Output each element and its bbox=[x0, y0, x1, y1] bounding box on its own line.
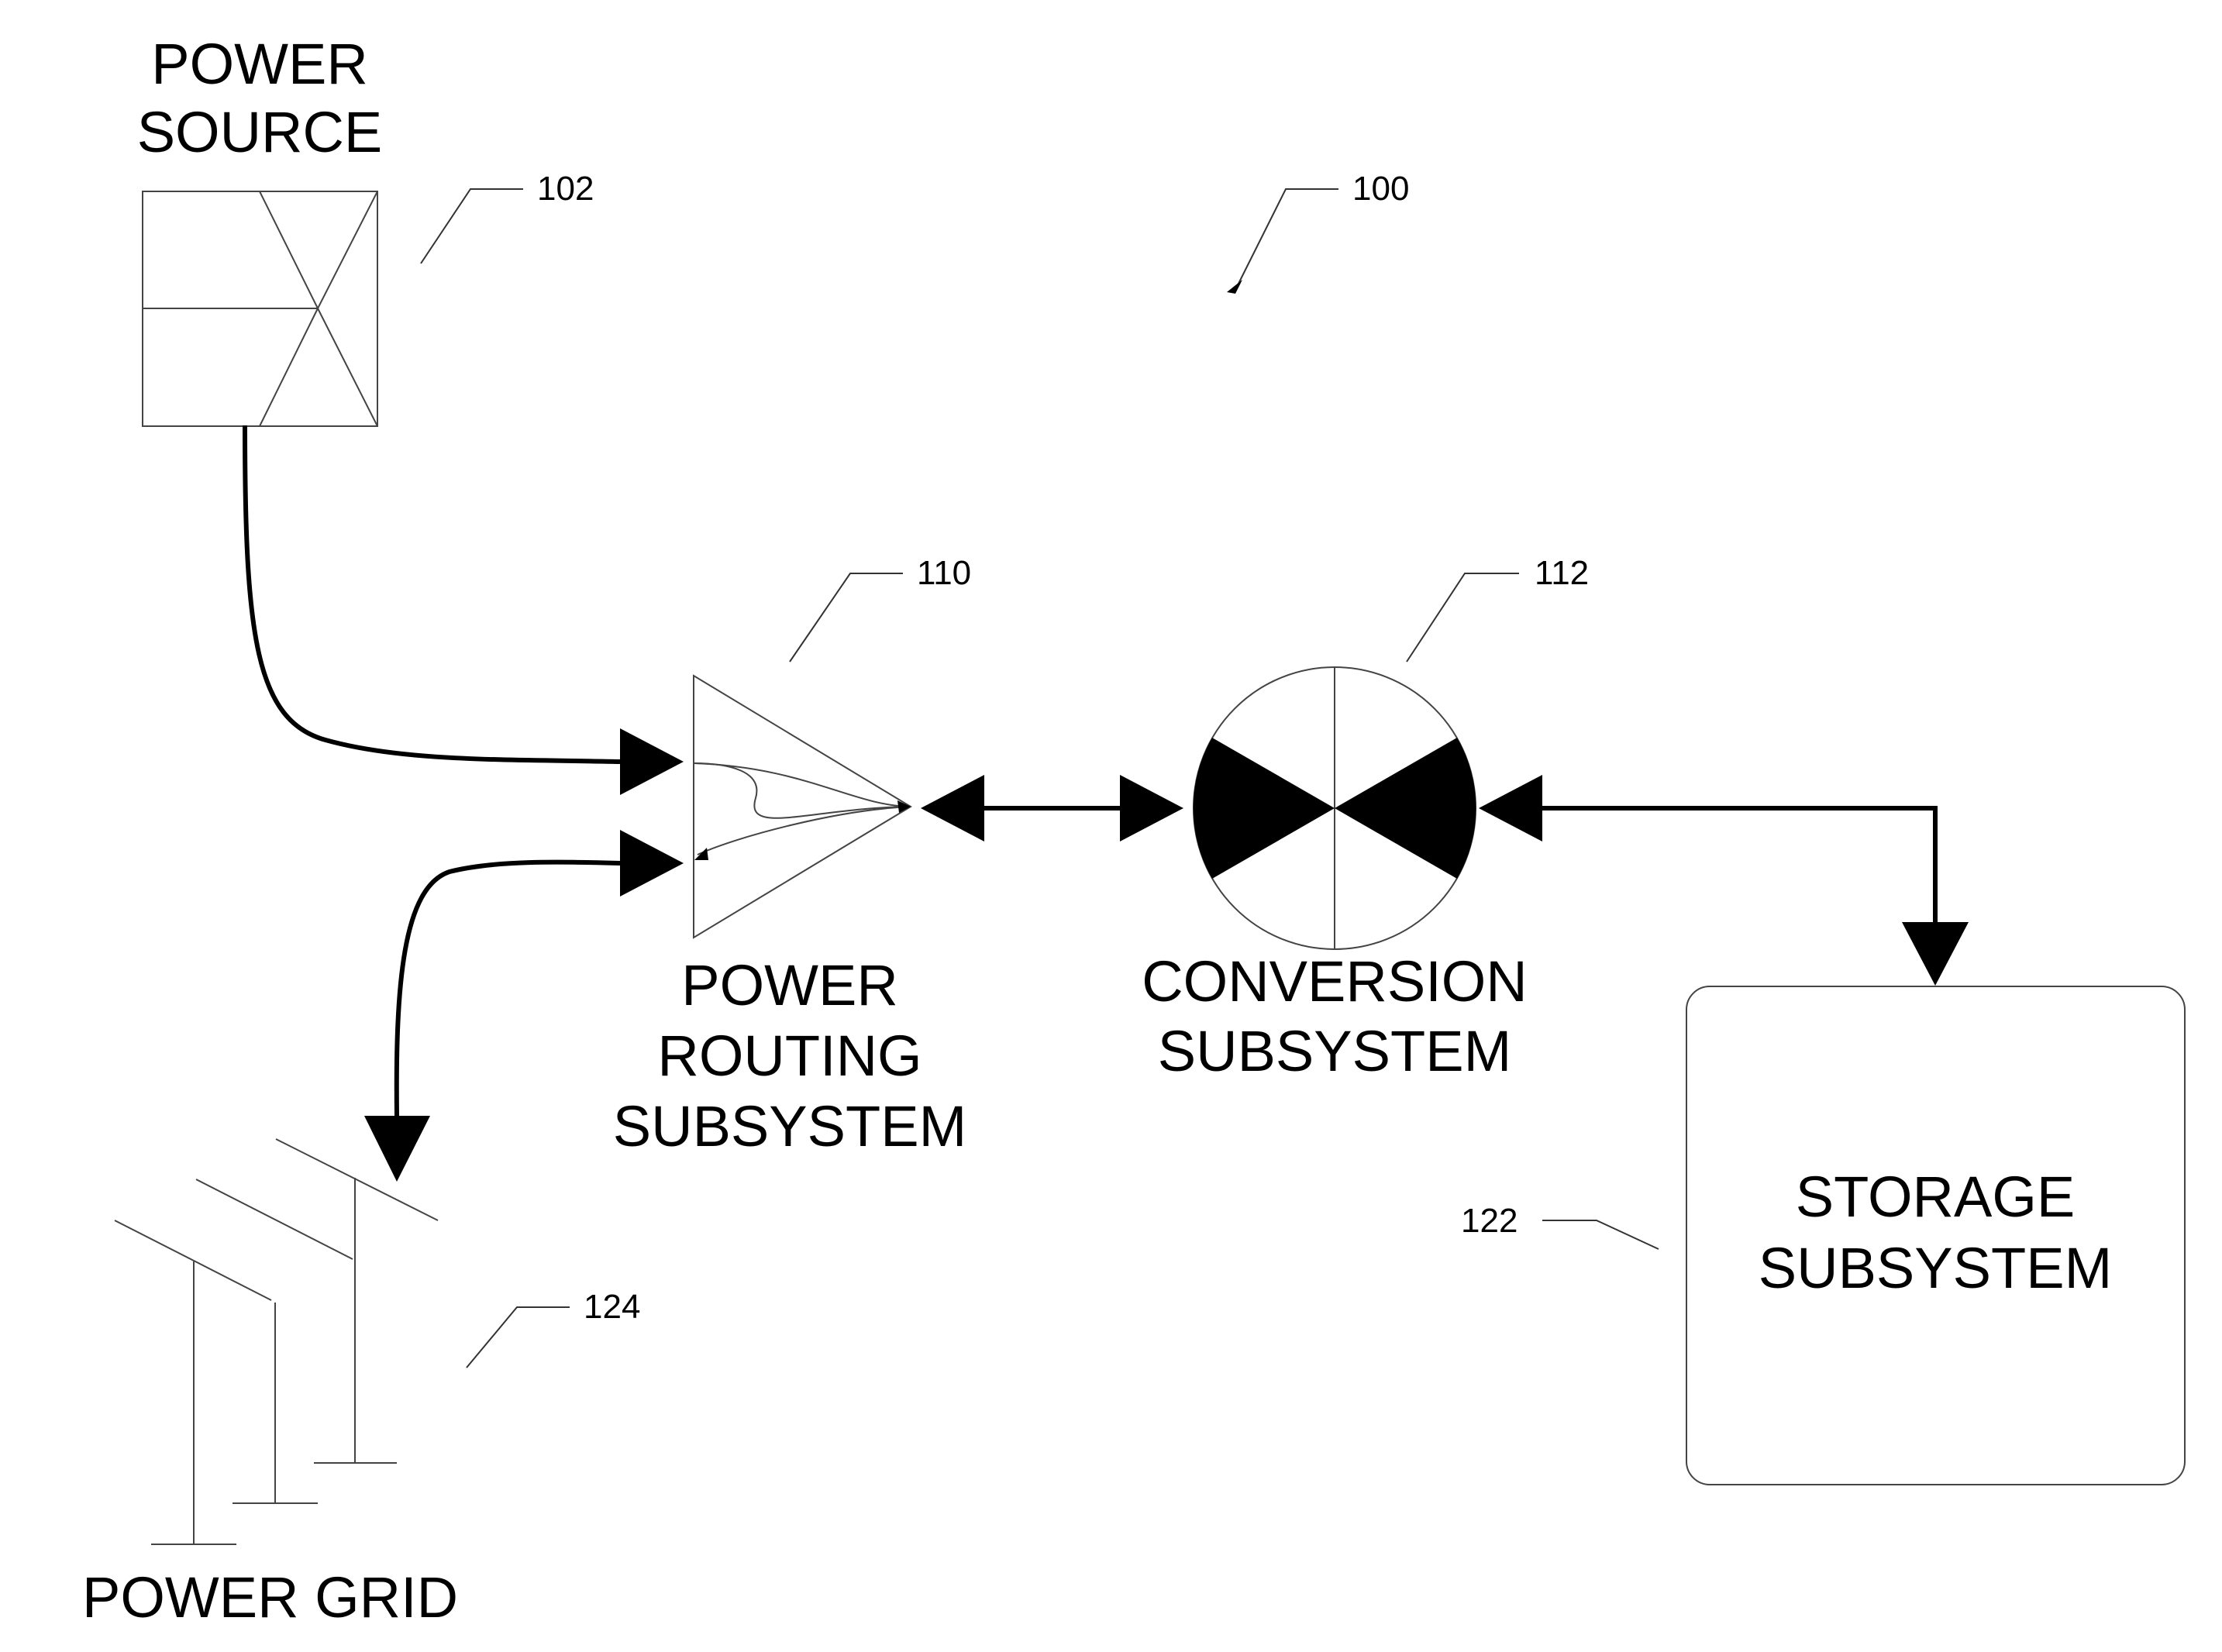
arrowhead-into-storage bbox=[1902, 922, 1969, 986]
conversion-to-storage-connection bbox=[1479, 775, 1969, 986]
leader-line-100 bbox=[1235, 189, 1338, 290]
power-routing-label-line2: ROUTING bbox=[657, 1024, 922, 1088]
arrowhead-into-routing-bottom bbox=[620, 830, 684, 897]
leader-line-110 bbox=[790, 573, 903, 662]
power-source: POWER SOURCE 102 bbox=[137, 32, 594, 426]
power-grid-label: POWER GRID bbox=[82, 1565, 458, 1630]
storage-label-line1: STORAGE bbox=[1796, 1165, 2076, 1229]
ref-numeral-100: 100 bbox=[1352, 170, 1409, 208]
arrowhead-into-conversion-right bbox=[1479, 775, 1542, 841]
leader-line-124 bbox=[467, 1307, 570, 1368]
power-routing-label-line1: POWER bbox=[681, 953, 898, 1017]
system-reference: 100 bbox=[1227, 170, 1409, 294]
ref-numeral-102: 102 bbox=[537, 170, 594, 208]
power-grid: POWER GRID 124 bbox=[82, 1139, 640, 1630]
conversion-label-line2: SUBSYSTEM bbox=[1158, 1019, 1511, 1083]
ref-numeral-112: 112 bbox=[1535, 554, 1589, 592]
conversion-label-line1: CONVERSION bbox=[1142, 949, 1528, 1014]
ref-numeral-110: 110 bbox=[917, 554, 971, 592]
power-source-symbol bbox=[143, 191, 377, 426]
storage-subsystem: STORAGE SUBSYSTEM 122 bbox=[1461, 986, 2185, 1485]
leader-arrowhead-100 bbox=[1227, 280, 1242, 294]
source-to-routing-connection bbox=[245, 425, 684, 795]
ref-numeral-122: 122 bbox=[1461, 1202, 1518, 1240]
arrowhead-into-conversion-left bbox=[1120, 775, 1183, 841]
arrowhead-into-routing-right bbox=[921, 775, 984, 841]
power-grid-symbol bbox=[115, 1139, 438, 1544]
power-routing-label-line3: SUBSYSTEM bbox=[613, 1094, 966, 1158]
conversion-symbol bbox=[1194, 667, 1476, 949]
leader-line-102 bbox=[421, 189, 523, 263]
routing-to-conversion-connection bbox=[921, 775, 1183, 841]
leader-line-112 bbox=[1407, 573, 1519, 662]
arrowhead-into-routing-top bbox=[620, 728, 684, 795]
power-routing-symbol bbox=[694, 676, 911, 938]
arrowhead-into-grid bbox=[364, 1116, 430, 1182]
power-source-label-line1: POWER bbox=[151, 32, 368, 96]
leader-line-122 bbox=[1542, 1220, 1659, 1249]
storage-label-line2: SUBSYSTEM bbox=[1759, 1236, 2112, 1300]
power-source-label-line2: SOURCE bbox=[137, 100, 383, 164]
ref-numeral-124: 124 bbox=[584, 1288, 640, 1326]
